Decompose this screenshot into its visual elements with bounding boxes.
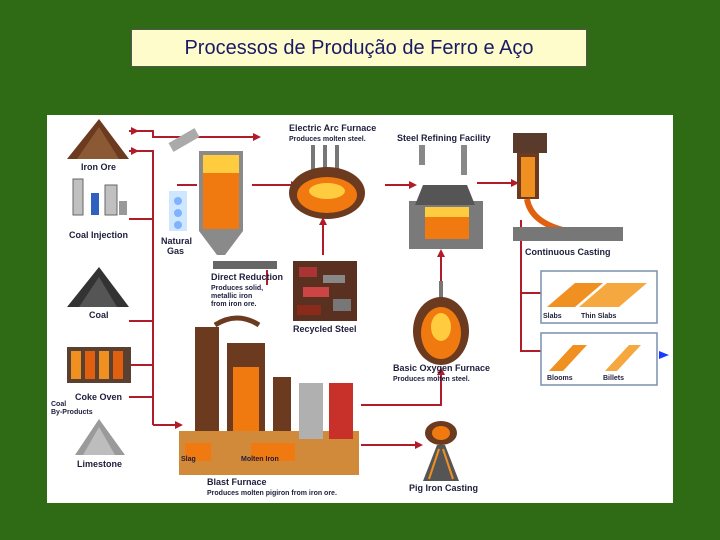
- label-iron-ore: Iron Ore: [81, 162, 116, 172]
- limestone-pile: [75, 419, 125, 455]
- label-limestone: Limestone: [77, 459, 122, 469]
- flow-arrowheads: [131, 127, 519, 449]
- coal-pile: [67, 267, 129, 307]
- arrowhead: [511, 179, 519, 187]
- label-thin-slabs: Thin Slabs: [581, 313, 617, 320]
- pig-iron-casting: [423, 421, 459, 481]
- arrowhead: [253, 133, 261, 141]
- label-continuous-casting: Continuous Casting: [525, 247, 611, 257]
- label-blast-furnace-desc: Produces molten pigiron from iron ore.: [207, 490, 337, 497]
- recycled-steel-scrap: [293, 261, 357, 321]
- steel-process-diagram: Iron Ore Coal Injection Coal Coke Oven C…: [47, 115, 673, 503]
- iron-ore-pile: [67, 119, 129, 159]
- arrowhead: [409, 181, 417, 189]
- flow-caster-out: [520, 220, 541, 352]
- label-recycled-steel: Recycled Steel: [293, 324, 357, 334]
- label-direct-reduction-desc-3: from iron ore.: [211, 301, 257, 308]
- blue-arrow-icon: [659, 351, 669, 359]
- label-blooms: Blooms: [547, 375, 573, 382]
- natural-gas-symbol: [169, 191, 187, 231]
- label-electric-arc-furnace-desc: Produces molten steel.: [289, 136, 366, 143]
- process-flow-svg: Iron Ore Coal Injection Coal Coke Oven C…: [51, 119, 669, 497]
- continuous-caster: [513, 133, 623, 241]
- label-billets: Billets: [603, 375, 624, 382]
- arrowhead: [131, 147, 139, 155]
- flow-ore-to-main-line: [129, 150, 154, 425]
- label-slag: Slag: [181, 456, 196, 463]
- basic-oxygen-furnace: [413, 281, 469, 365]
- slabs-products-box: [540, 270, 658, 324]
- slide-title-box: Processos de Produção de Ferro e Aço: [131, 29, 587, 67]
- arrowhead: [437, 367, 445, 375]
- label-coal-byproducts-1: Coal: [51, 401, 66, 408]
- label-direct-reduction-desc-2: metallic iron: [211, 293, 252, 300]
- arrowhead: [131, 127, 139, 135]
- arrowhead: [415, 441, 423, 449]
- label-direct-reduction: Direct Reduction: [211, 272, 283, 282]
- direct-reduction-shaft: [168, 128, 277, 269]
- blast-furnace: [179, 315, 359, 475]
- label-blast-furnace: Blast Furnace: [207, 477, 267, 487]
- coal-injection-equipment: [72, 178, 127, 216]
- label-natural-gas-1: Natural: [161, 236, 192, 246]
- label-natural-gas-2: Gas: [167, 246, 184, 256]
- arrowhead: [175, 421, 183, 429]
- coke-oven: [67, 347, 131, 383]
- flow-blast-to-bof: [361, 373, 442, 406]
- label-pig-iron-casting: Pig Iron Casting: [409, 483, 478, 493]
- label-electric-arc-furnace: Electric Arc Furnace: [289, 123, 376, 133]
- label-direct-reduction-desc-1: Produces solid,: [211, 285, 263, 292]
- arrowhead: [437, 249, 445, 257]
- electric-arc-furnace: [289, 145, 365, 219]
- label-slabs: Slabs: [543, 313, 562, 320]
- steel-refining-vessel: [409, 145, 483, 249]
- label-coke-oven: Coke Oven: [75, 392, 122, 402]
- label-coal-byproducts-2: By-Products: [51, 409, 93, 416]
- label-steel-refining-facility: Steel Refining Facility: [397, 133, 491, 143]
- label-molten-iron: Molten Iron: [241, 456, 279, 463]
- flow-ore-to-reduction: [129, 130, 255, 138]
- label-basic-oxygen-furnace: Basic Oxygen Furnace: [393, 363, 490, 373]
- label-basic-oxygen-furnace-desc: Produces molten steel.: [393, 376, 470, 383]
- label-coal-injection: Coal Injection: [69, 230, 128, 240]
- blooms-products-box: [540, 332, 658, 386]
- arrowhead: [319, 217, 327, 225]
- label-coal: Coal: [89, 310, 109, 320]
- slide-title: Processos de Produção de Ferro e Aço: [184, 36, 534, 59]
